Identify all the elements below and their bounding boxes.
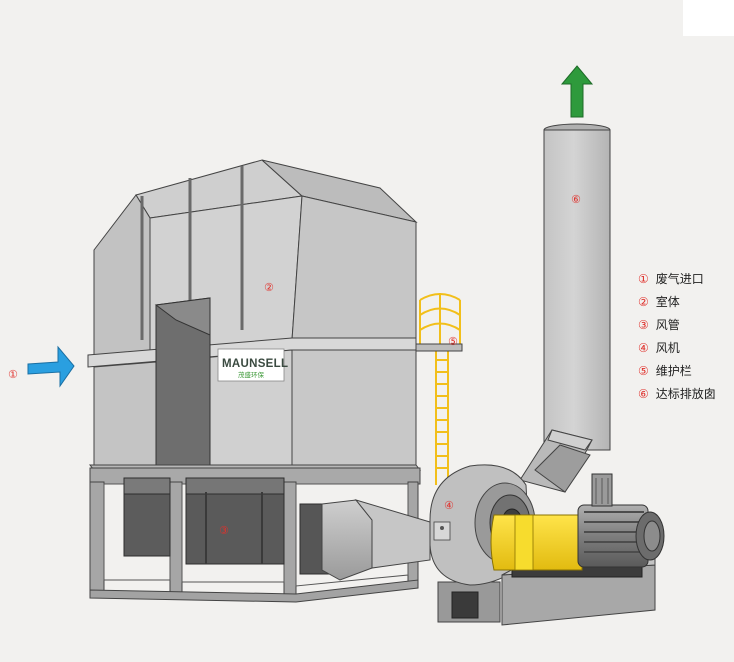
motor-unit — [490, 473, 665, 626]
fan-outlet-elbow — [519, 429, 593, 493]
maintenance-rail — [419, 293, 461, 485]
brand-subtitle: 茂盛环保 — [238, 370, 265, 379]
legend-label: 风管 — [655, 318, 680, 332]
main-chamber — [87, 159, 418, 466]
legend-item-fan: ④ 风机 — [638, 337, 716, 360]
marker-fan: ④ — [444, 499, 454, 512]
legend-item-inlet: ① 废气进口 — [638, 268, 716, 291]
marker-rail: ⑤ — [448, 335, 458, 348]
legend: ① 废气进口 ② 室体 ③ 风管 ④ 风机 ⑤ 维护栏 ⑥ 达标排放囱 — [638, 268, 716, 406]
legend-label: 维护栏 — [655, 364, 692, 378]
legend-number: ② — [638, 295, 649, 309]
legend-item-rail: ⑤ 维护栏 — [638, 360, 716, 383]
exhaust-stack — [543, 123, 611, 451]
brand-plate: MAUNSELL 茂盛环保 — [217, 348, 288, 382]
duct-assembly — [123, 477, 431, 581]
marker-inlet: ① — [8, 368, 18, 381]
arrow-up-icon — [560, 65, 594, 118]
legend-item-stack: ⑥ 达标排放囱 — [638, 383, 716, 406]
legend-item-chamber: ② 室体 — [638, 291, 716, 314]
legend-number: ⑤ — [638, 364, 649, 378]
legend-label: 达标排放囱 — [655, 387, 716, 401]
legend-number: ① — [638, 272, 649, 286]
legend-number: ⑥ — [638, 387, 649, 401]
legend-label: 废气进口 — [655, 272, 704, 286]
legend-item-duct: ③ 风管 — [638, 314, 716, 337]
legend-number: ④ — [638, 341, 649, 355]
legend-label: 风机 — [655, 341, 680, 355]
legend-number: ③ — [638, 318, 649, 332]
marker-duct: ③ — [219, 524, 229, 537]
marker-stack: ⑥ — [571, 193, 581, 206]
brand-name: MAUNSELL — [222, 358, 288, 370]
base-frame — [88, 464, 422, 603]
marker-chamber: ② — [264, 281, 274, 294]
legend-label: 室体 — [655, 295, 680, 309]
top-right-panel — [683, 0, 734, 36]
arrow-right-icon — [27, 345, 75, 388]
